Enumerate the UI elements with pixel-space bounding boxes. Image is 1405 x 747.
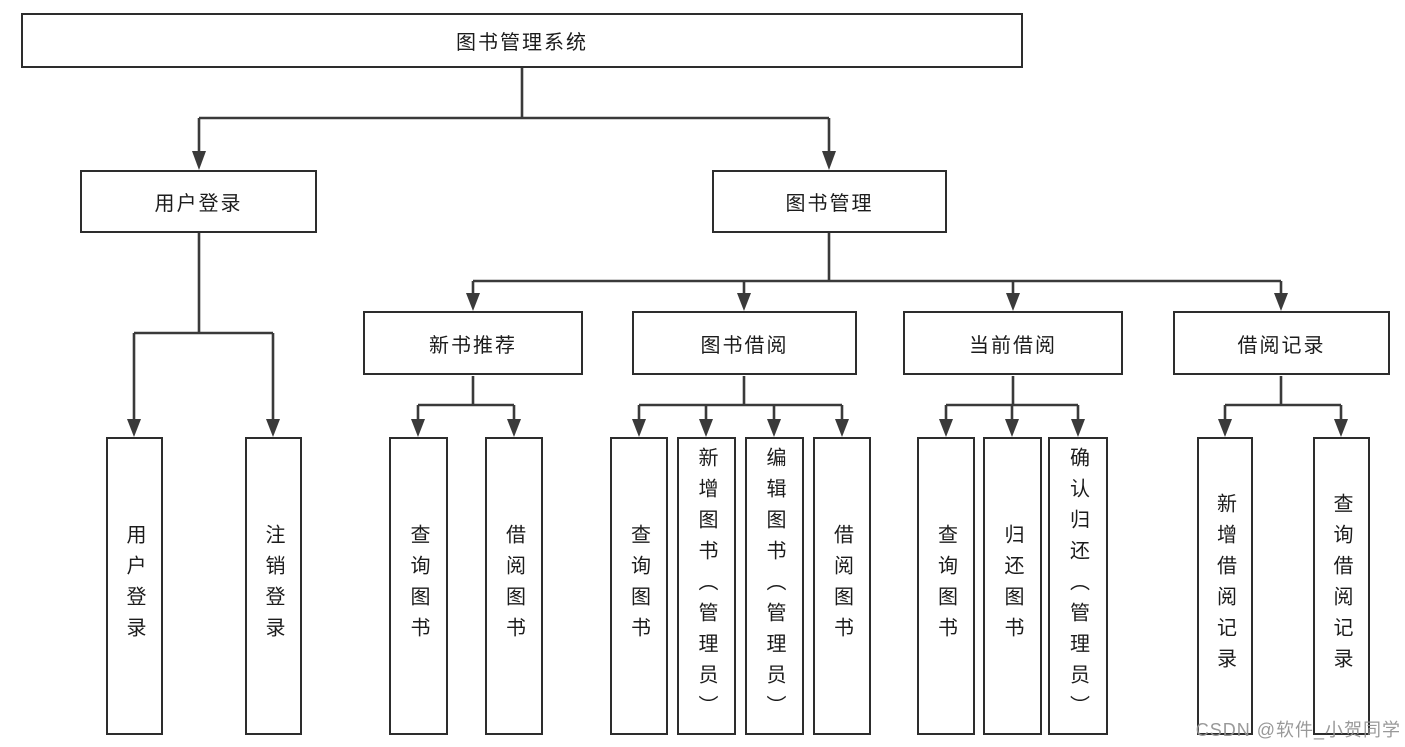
leaf-add-book-admin: 新增图书（管理员） xyxy=(677,437,736,735)
leaf-query-borrow-record: 查询借阅记录 xyxy=(1313,437,1370,735)
leaf-confirm-return-admin: 确认归还（管理员） xyxy=(1048,437,1108,735)
leaf-query-books-2: 查询图书 xyxy=(610,437,668,735)
leaf-edit-book-admin: 编辑图书（管理员） xyxy=(745,437,804,735)
node-borrow-records: 借阅记录 xyxy=(1173,311,1390,375)
node-book-management: 图书管理 xyxy=(712,170,947,233)
leaf-borrow-books-2-label: 借阅图书 xyxy=(830,524,853,648)
leaf-query-books-2-label: 查询图书 xyxy=(627,524,650,648)
leaf-add-borrow-record: 新增借阅记录 xyxy=(1197,437,1253,735)
leaf-logout-login-label: 注销登录 xyxy=(262,524,284,648)
leaf-query-books-3: 查询图书 xyxy=(917,437,975,735)
leaf-query-borrow-record-label: 查询借阅记录 xyxy=(1330,493,1352,679)
leaf-confirm-return-admin-label: 确认归还（管理员） xyxy=(1066,446,1089,726)
node-new-book-recommend: 新书推荐 xyxy=(363,311,583,375)
leaf-borrow-books-1-label: 借阅图书 xyxy=(502,524,525,648)
leaf-add-borrow-record-label: 新增借阅记录 xyxy=(1213,493,1236,679)
leaf-return-book: 归还图书 xyxy=(983,437,1042,735)
arrowheads xyxy=(127,151,1348,437)
node-user-login: 用户登录 xyxy=(80,170,317,233)
leaf-edit-book-admin-label: 编辑图书（管理员） xyxy=(763,446,785,726)
node-root: 图书管理系统 xyxy=(21,13,1023,68)
leaf-add-book-admin-label: 新增图书（管理员） xyxy=(695,446,717,726)
leaf-borrow-books-2: 借阅图书 xyxy=(813,437,871,735)
leaf-user-login-label: 用户登录 xyxy=(123,524,145,648)
leaf-return-book-label: 归还图书 xyxy=(1001,524,1023,648)
node-book-borrow: 图书借阅 xyxy=(632,311,857,375)
leaf-user-login: 用户登录 xyxy=(106,437,163,735)
leaf-query-books-3-label: 查询图书 xyxy=(934,524,957,648)
leaf-query-books-1: 查询图书 xyxy=(389,437,448,735)
node-current-borrow: 当前借阅 xyxy=(903,311,1123,375)
leaf-borrow-books-1: 借阅图书 xyxy=(485,437,543,735)
csdn-watermark: CSDN @软件_小贺同学 xyxy=(1195,720,1401,740)
leaf-query-books-1-label: 查询图书 xyxy=(407,524,429,648)
leaf-logout-login: 注销登录 xyxy=(245,437,302,735)
